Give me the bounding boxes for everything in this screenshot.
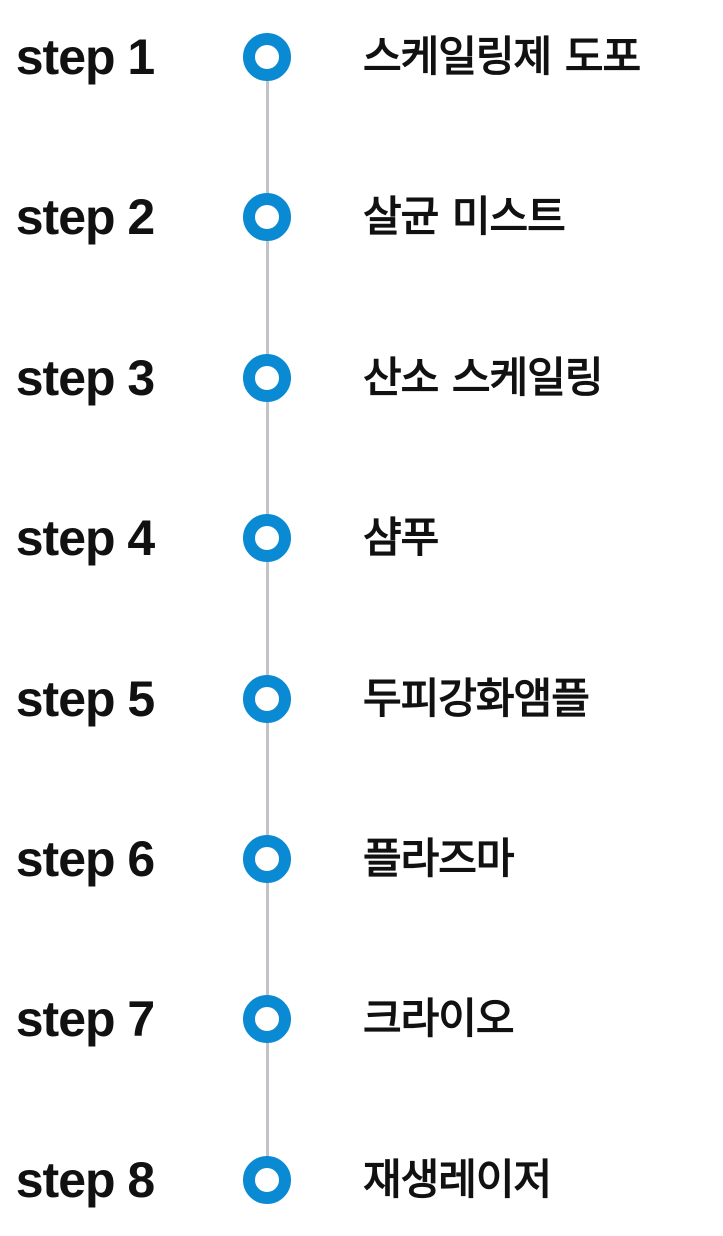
- step-label: 플라즈마: [363, 834, 515, 883]
- step-label: 크라이오: [363, 994, 515, 1044]
- step-number: step 7: [15, 991, 156, 1048]
- step-number: step 8: [15, 1151, 156, 1208]
- step-label: 스케일링제 도포: [363, 32, 641, 81]
- step-label: 샴푸: [363, 513, 439, 563]
- timeline-step: step 1 스케일링제 도포: [0, 17, 723, 97]
- step-number: step 4: [15, 510, 156, 567]
- timeline-node-icon: [243, 33, 291, 81]
- step-number: step 5: [15, 670, 156, 727]
- step-label: 산소 스케일링: [363, 352, 603, 402]
- timeline-node-icon: [243, 835, 291, 883]
- timeline-step: step 7 크라이오: [0, 979, 723, 1059]
- step-label: 살균 미스트: [363, 192, 566, 242]
- step-number: step 6: [15, 831, 156, 887]
- timeline-step: step 8 재생레이저: [0, 1140, 723, 1220]
- timeline-node-icon: [243, 1155, 291, 1204]
- timeline-node-icon: [243, 674, 291, 723]
- timeline-step: step 2 살균 미스트: [0, 177, 723, 257]
- timeline-node-icon: [243, 995, 291, 1044]
- timeline-connector-line: [266, 57, 269, 1180]
- timeline-node-icon: [243, 193, 291, 242]
- step-label: 두피강화앰플: [363, 673, 590, 723]
- timeline-step: step 5 두피강화앰플: [0, 659, 723, 739]
- timeline-step: step 4 샴푸: [0, 498, 723, 578]
- timeline-step: step 3 산소 스케일링: [0, 338, 723, 418]
- step-label: 재생레이저: [363, 1154, 552, 1204]
- timeline-node-icon: [243, 514, 291, 563]
- timeline-step: step 6 플라즈마: [0, 819, 723, 899]
- step-number: step 3: [15, 349, 156, 406]
- step-number: step 1: [15, 29, 156, 85]
- step-number: step 2: [15, 189, 156, 246]
- timeline-node-icon: [243, 353, 291, 402]
